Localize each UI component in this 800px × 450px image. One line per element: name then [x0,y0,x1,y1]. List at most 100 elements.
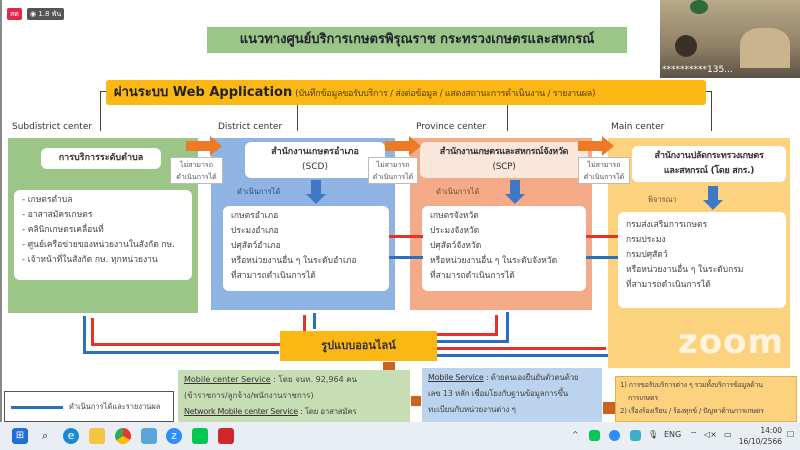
line-tray-icon[interactable] [589,430,600,441]
red-arrow-icon [586,235,618,238]
connector-line [711,91,712,131]
subdistrict-panel: การบริการระดับตำบล - เกษตรตำบล - อาสาสมั… [8,138,198,313]
right-arrow-icon [385,141,409,151]
subdistrict-center-label: Subdistrict center [12,122,93,132]
main-name-2: และสหกรณ์ (โดย สกร.) [663,166,755,176]
clock[interactable]: 14:00 16/10/2566 [738,425,782,447]
windows-start-icon[interactable]: ⊞ [12,428,28,444]
note-item: 2) เรื่องร้องเรียน / ร้องทุกข์ / ปัญหาด้… [620,407,764,415]
zoom-tray-icon[interactable] [609,430,620,441]
time: 14:00 [760,426,782,435]
province-center-label: Province center [416,122,487,132]
blue-flow-line [436,354,608,357]
down-arrow-icon [708,186,718,200]
volume-muted-icon[interactable]: ◁× [704,430,717,439]
notifications-icon[interactable]: ☐ [787,430,795,439]
show-hidden-icons[interactable]: ^ [572,430,579,439]
province-header: สำนักงานเกษตรและสหกรณ์จังหวัด(SCP) [420,142,588,178]
mobile-center-text: : โดย จนท. 92,964 คน [273,375,358,384]
connector-line [297,105,298,131]
left-arrow-icon [411,396,421,406]
acrobat-icon[interactable] [218,428,234,444]
network-text: : โดย อาสาสมัคร [300,407,357,416]
notes-box: 1) การขอรับบริการต่าง ๆ รวมทั้งบริการข้อ… [615,376,797,422]
blue-flow-line [83,316,86,353]
online-format-box: รูปแบบออนไลน์ [280,331,437,361]
date: 16/10/2566 [738,437,782,446]
main-list: กรมส่งเสริมการเกษตร กรมประมง กรมปศุสัตว์… [618,212,786,308]
down-arrow-head [505,194,525,204]
red-flow-line [303,315,306,331]
person-silhouette [675,35,697,57]
note-item: การเกษตร [628,394,658,402]
main-header: สำนักงานปลัดกระทรวงเกษตรและสหกรณ์ (โดย ส… [632,146,786,182]
list-item: - อาสาสมัครเกษตร [22,210,93,220]
connector-line [704,91,712,92]
connector-line [507,105,508,131]
red-flow-line [495,315,498,335]
blue-arrow-icon [389,256,423,259]
app-tray-icon[interactable] [630,430,641,441]
chrome-icon[interactable] [115,428,131,444]
subdistrict-header: การบริการระดับตำบล [41,148,161,169]
mobile-service-label: Mobile Service [428,373,484,382]
right-arrow-head [602,136,614,156]
right-arrow-head [409,136,421,156]
legend-box: ดำเนินการได้และรายงานผล [4,391,174,422]
up-arrow-icon [383,362,395,370]
line-app-icon[interactable] [192,428,208,444]
blue-arrow-icon [586,256,618,259]
red-flow-line [436,333,498,336]
right-arrow-head [210,136,222,156]
battery-icon[interactable]: ▭ [724,430,732,439]
list-item: เกษตรจังหวัด [430,211,479,221]
zoom-app-icon[interactable]: z [166,428,182,444]
list-item: หรือหน่วยงานอื่น ๆ ในระดับอำเภอ [231,256,357,266]
ministry-logo [690,0,708,14]
list-item: เกษตรอำเภอ [231,211,279,221]
down-arrow-head [306,194,326,204]
red-arrow-icon [389,235,423,238]
legend-blue-line [11,406,63,409]
list-item: ปศุสัตว์จังหวัด [430,241,482,251]
live-badge: สด [7,8,22,20]
mobile-service-box: Mobile Service : ด้วยตนเองยืนยันตัวตนด้ว… [422,368,602,422]
control-panel-icon[interactable] [141,428,157,444]
list-item: กรมปศุสัตว์ [626,250,668,260]
left-arrow-icon [603,402,615,414]
zoom-watermark: zoom [678,322,784,362]
district-list: เกษตรอำเภอ ประมงอำเภอ ปศุสัตว์อำเภอ หรือ… [223,206,389,291]
list-item: ที่สามารถดำเนินการได้ [430,271,515,281]
subdistrict-list: - เกษตรตำบล - อาสาสมัครเกษตร - คลินิกเกษ… [14,190,192,280]
file-explorer-icon[interactable] [89,428,105,444]
participant-video[interactable]: **********135... [660,0,800,78]
cannot-do-note: ไม่สามารถ ดำเนินการได้ [170,157,223,184]
blue-flow-line [313,313,316,329]
list-item: - คลินิกเกษตรเคลื่อนที่ [22,225,104,235]
viewer-count-text: 1.8 พัน [38,10,62,18]
list-item: ประมงจังหวัด [430,226,480,236]
district-code: (SCD) [302,162,328,172]
down-arrow-head [703,200,723,210]
edge-icon[interactable]: e [63,428,79,444]
main-center-label: Main center [611,122,665,132]
list-item: ปศุสัตว์อำเภอ [231,241,281,251]
blue-flow-line [83,351,279,354]
list-item: ประมงอำเภอ [231,226,279,236]
red-flow-line [91,318,94,345]
list-item: - เกษตรตำบล [22,195,73,205]
search-icon[interactable]: ⌕ [41,429,49,442]
webapp-subtitle: (บันทึกข้อมูลขอรับบริการ / ส่งต่อข้อมูล … [295,89,596,99]
list-item: - เจ้าหน้าที่ในสังกัด กษ. ทุกหน่วยงาน [22,255,158,265]
blue-flow-line [436,340,509,343]
main-name: สำนักงานปลัดกระทรวงเกษตร [654,151,764,161]
district-header: สำนักงานเกษตรอำเภอ(SCD) [245,142,385,178]
connector-line [100,91,101,131]
province-list: เกษตรจังหวัด ประมงจังหวัด ปศุสัตว์จังหวั… [422,206,586,291]
mobile-service-text: : ด้วยตนเองยืนยันตัวตนด้วย [485,373,579,382]
wifi-icon[interactable]: ⌔ [690,430,698,439]
microphone-icon[interactable]: 🎙 [648,430,659,439]
language-indicator[interactable]: ENG [664,430,682,439]
taskbar: ⊞ ⌕ e z ^ 🎙 ENG ⌔ ◁× ▭ 14:00 16/10/2566 ☐ [0,422,800,450]
list-item: ที่สามารถดำเนินการได้ [626,280,711,290]
